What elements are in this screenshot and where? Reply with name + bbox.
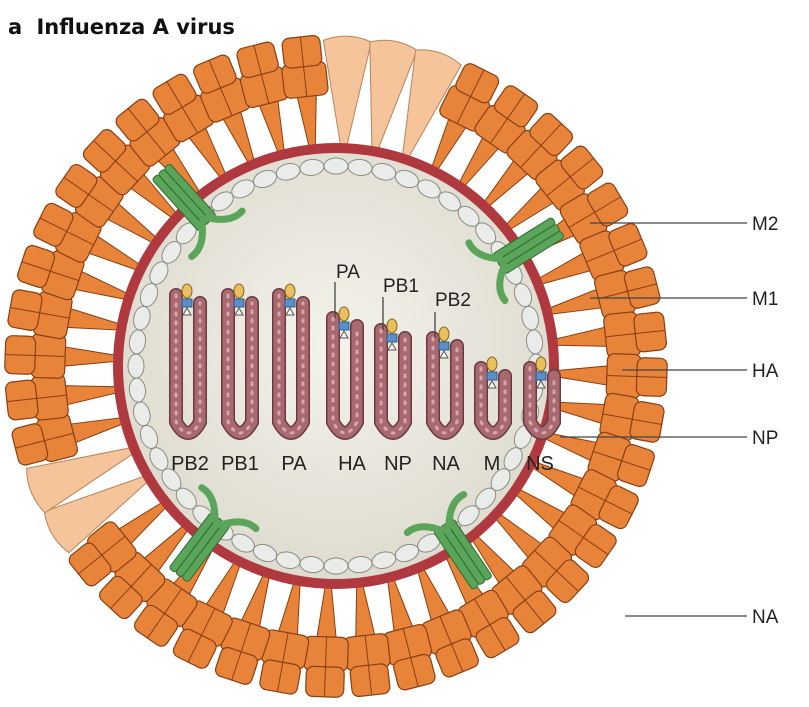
m1-protein [324, 158, 348, 174]
segment-label: M [484, 453, 501, 475]
segment-label: NP [384, 453, 412, 475]
m1-protein [128, 354, 144, 378]
segment-label: PB2 [171, 453, 209, 475]
ha-spike [555, 352, 667, 400]
pb1-label: PB1 [383, 276, 419, 297]
np-label: NP [752, 428, 778, 449]
m1-protein [324, 558, 348, 574]
segment-label: PA [281, 453, 307, 475]
ha-spike [302, 585, 350, 697]
segment-label: NS [526, 453, 554, 475]
title-text: Influenza A virus [36, 15, 234, 39]
na-label: NA [752, 607, 779, 628]
segment-label: PB1 [221, 453, 259, 475]
segment-labels: PB2 PB1 PA HA NP NA M NS [171, 453, 554, 475]
segment-label: NA [432, 453, 460, 475]
pa-label: PA [336, 262, 360, 283]
pb2-label: PB2 [435, 290, 471, 311]
ha-label: HA [752, 361, 779, 382]
panel-letter: a [8, 15, 22, 39]
figure-title: a Influenza A virus [8, 15, 235, 39]
ha-spike [4, 332, 116, 380]
m2-label: M2 [752, 214, 778, 235]
segment-label: HA [338, 453, 366, 475]
m1-label: M1 [752, 289, 778, 310]
